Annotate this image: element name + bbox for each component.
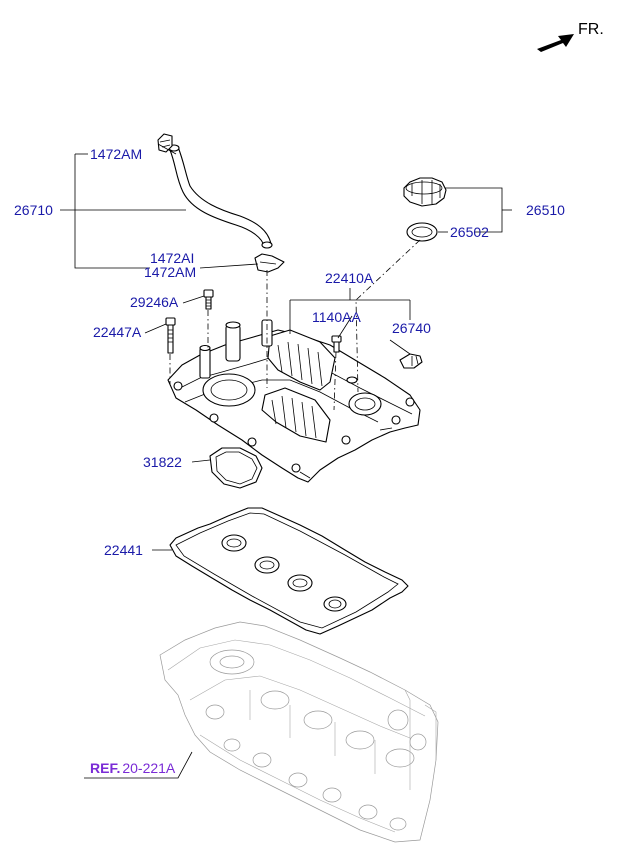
reference-prefix: REF. [90,760,120,776]
oil-filler-cap [403,177,447,207]
label-1140AA-bolt: 1140AA [312,309,361,325]
svg-text:REF.20-221A: REF.20-221A [90,760,176,776]
hose-clamp-upper [157,133,173,153]
hose-clamp-lower [254,253,285,273]
label-29246A-bolt: 29246A [130,294,179,310]
label-31822-gasket: 31822 [143,454,182,470]
head-cover-gasket [169,507,409,635]
label-1472AI-clamp: 1472AI [150,250,194,266]
reference-code: 20-221A [122,760,176,776]
front-direction-arrow-icon [537,34,574,52]
breather-hose [168,144,273,249]
cylinder-head-cover-assembly [167,319,421,483]
front-direction-indicator: FR. [537,21,604,52]
reference-link[interactable]: REF.20-221A [90,760,176,776]
oil-filler-gasket [209,447,263,489]
part-labels: 1472AM 26710 1472AI 1472AM 26510 26502 2… [14,146,565,558]
label-22410A-head-cover: 22410A [325,270,374,286]
label-26740-sensor: 26740 [392,320,431,336]
leader-lines [60,143,512,779]
label-26710-breather-hose: 26710 [14,202,53,218]
bolt-22447A [165,317,176,354]
cylinder-head-reference-drawing [159,621,439,843]
label-22441-cover-gasket: 22441 [104,542,143,558]
label-1472AM-lower-clamp: 1472AM [144,264,196,280]
label-26510-filler-cap: 26510 [526,202,565,218]
sensor-26740 [399,353,423,369]
oil-filler-cap-gasket [406,222,438,242]
label-22447A-bolt: 22447A [93,324,142,340]
label-26502-cap-gasket: 26502 [450,224,489,240]
bolt-29246A [203,289,214,310]
label-1472AM-upper-clamp: 1472AM [90,146,142,162]
front-label: FR. [578,21,604,38]
